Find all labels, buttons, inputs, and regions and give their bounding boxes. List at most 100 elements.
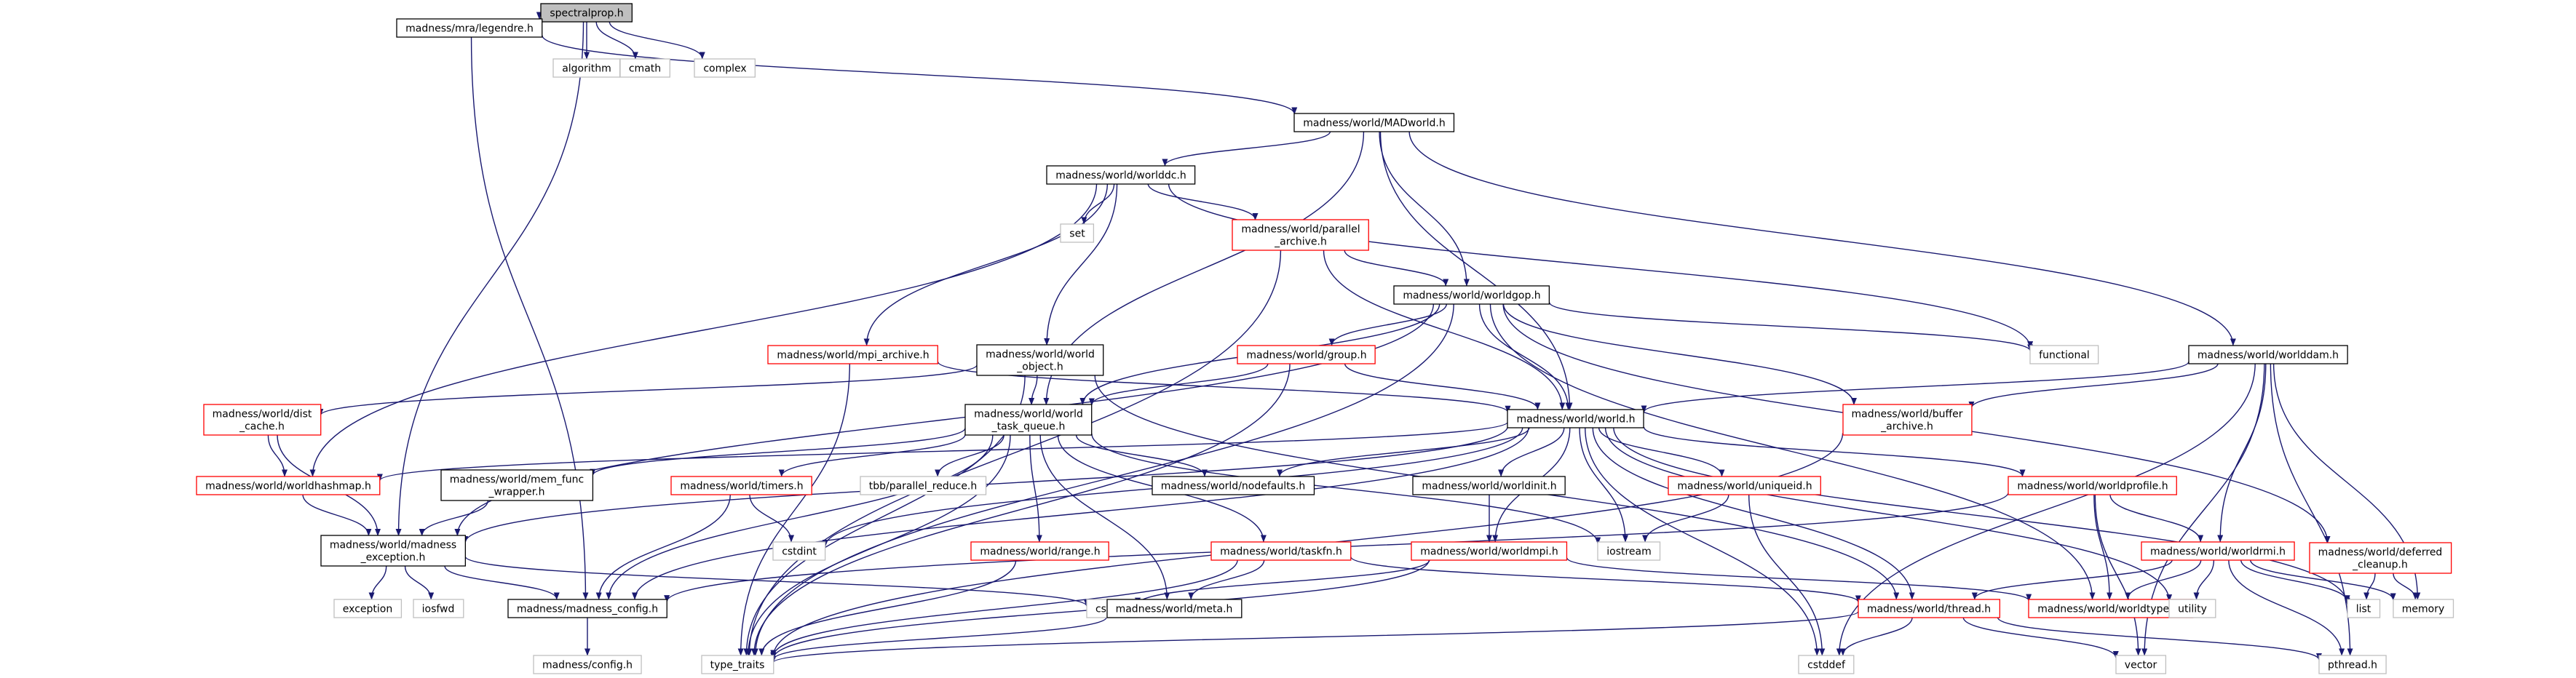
graph-node-madworld[interactable]: madness/world/MADworld.h bbox=[1293, 113, 1455, 132]
node-box bbox=[2029, 345, 2099, 364]
include-edge-worldrmi-to-worldtypes bbox=[2125, 559, 2202, 600]
graph-node-cstddef[interactable]: cstddef bbox=[1798, 655, 1855, 674]
include-edge-worlddc-to-mpi-archive bbox=[863, 183, 1109, 346]
include-edge-world-to-madness-config bbox=[632, 427, 1529, 600]
graph-node-world[interactable]: madness/world/world.h bbox=[1507, 409, 1644, 428]
graph-node-iostream[interactable]: iostream bbox=[1597, 541, 1661, 561]
graph-node-meta[interactable]: madness/world/meta.h bbox=[1106, 599, 1243, 618]
graph-node-worldtypes[interactable]: madness/world/worldtypes.h bbox=[2028, 599, 2194, 618]
graph-node-worldgop[interactable]: madness/world/worldgop.h bbox=[1393, 285, 1550, 305]
node-label: madness/world/buffer bbox=[1852, 409, 1963, 420]
node-box bbox=[767, 345, 938, 364]
graph-node-nodefaults[interactable]: madness/world/nodefaults.h bbox=[1152, 476, 1315, 495]
graph-node-worlddc[interactable]: madness/world/worlddc.h bbox=[1046, 165, 1196, 185]
graph-node-timers[interactable]: madness/world/timers.h bbox=[670, 476, 812, 495]
graph-node-mem-func-wrapper[interactable]: madness/world/mem_func_wrapper.h bbox=[440, 469, 594, 501]
node-label: madness/config.h bbox=[542, 660, 633, 671]
include-edge-spectralprop-to-cmath bbox=[595, 21, 638, 60]
include-edge-worlddam-to-worldrmi bbox=[2217, 363, 2267, 543]
include-edge-thread-to-pthread bbox=[1997, 617, 2322, 661]
node-box bbox=[2393, 599, 2454, 618]
include-edge-world-to-utility bbox=[1604, 427, 2173, 602]
node-label: cstdint bbox=[782, 546, 817, 558]
graph-node-algorithm[interactable]: algorithm bbox=[552, 58, 621, 78]
node-box bbox=[619, 58, 670, 78]
node-box bbox=[533, 655, 642, 674]
node-box bbox=[507, 599, 667, 618]
include-edge-worldgop-to-madness-exception bbox=[454, 303, 1435, 536]
node-label: madness/world/uniqueid.h bbox=[1677, 481, 1812, 492]
graph-node-worldprofile[interactable]: madness/world/worldprofile.h bbox=[2008, 476, 2177, 495]
include-edge-worldrmi-to-utility bbox=[2193, 559, 2215, 600]
graph-node-buffer-archive[interactable]: madness/world/buffer_archive.h bbox=[1842, 404, 1973, 436]
graph-node-type-traits[interactable]: type_traits bbox=[701, 655, 774, 674]
include-edge-world-to-iostream bbox=[1579, 427, 1628, 543]
node-label: madness/world/worldrmi.h bbox=[2150, 546, 2286, 558]
node-label: algorithm bbox=[562, 63, 611, 75]
graph-node-functional[interactable]: functional bbox=[2029, 345, 2099, 364]
graph-node-thread[interactable]: madness/world/thread.h bbox=[1858, 599, 2001, 618]
graph-node-iosfwd[interactable]: iosfwd bbox=[413, 599, 464, 618]
include-edge-worldrmi-to-memory bbox=[2249, 559, 2396, 601]
graph-node-world-task-queue[interactable]: madness/world/world_task_queue.h bbox=[964, 404, 1093, 436]
graph-node-cstdint[interactable]: cstdint bbox=[772, 541, 826, 561]
node-box bbox=[2168, 599, 2216, 618]
graph-node-pthread[interactable]: pthread.h bbox=[2318, 655, 2387, 674]
graph-node-memory[interactable]: memory bbox=[2393, 599, 2454, 618]
graph-node-madness-exception[interactable]: madness/world/madness_exception.h bbox=[320, 535, 466, 567]
graph-node-utility[interactable]: utility bbox=[2168, 599, 2216, 618]
graph-node-world-object[interactable]: madness/world/world_object.h bbox=[976, 344, 1104, 376]
include-edge-spectralprop-to-complex bbox=[609, 21, 705, 60]
include-edge-group-to-world-task-queue bbox=[1088, 363, 1269, 406]
node-box bbox=[1210, 541, 1352, 561]
graph-node-config[interactable]: madness/config.h bbox=[533, 655, 642, 674]
include-edge-world-task-queue-to-iostream bbox=[1091, 433, 1601, 545]
graph-node-vector[interactable]: vector bbox=[2115, 655, 2167, 674]
graph-node-list[interactable]: list bbox=[2347, 599, 2381, 618]
node-label: madness/world/group.h bbox=[1246, 350, 1366, 362]
graph-node-parallel-archive[interactable]: madness/world/parallel_archive.h bbox=[1232, 219, 1369, 251]
graph-node-legendre[interactable]: madness/mra/legendre.h bbox=[396, 18, 543, 38]
include-edge-thread-to-vector bbox=[1962, 617, 2119, 658]
include-edge-worlddc-to-set bbox=[1081, 183, 1115, 225]
node-label: madness/world/madness bbox=[330, 540, 456, 551]
node-label: iostream bbox=[1606, 546, 1652, 558]
include-edge-uniqueid-to-iostream bbox=[1642, 494, 1729, 543]
graph-node-range[interactable]: madness/world/range.h bbox=[970, 541, 1109, 561]
include-edge-deferred-cleanup-to-list bbox=[2363, 573, 2376, 600]
graph-node-taskfn[interactable]: madness/world/taskfn.h bbox=[1210, 541, 1352, 561]
graph-node-set[interactable]: set bbox=[1060, 223, 1095, 243]
graph-node-parallel-reduce[interactable]: tbb/parallel_reduce.h bbox=[860, 476, 987, 495]
graph-node-uniqueid[interactable]: madness/world/uniqueid.h bbox=[1668, 476, 1821, 495]
node-box bbox=[772, 541, 826, 561]
include-edge-taskfn-to-thread bbox=[1350, 556, 1861, 603]
include-edge-world-to-worldhashmap bbox=[377, 421, 1509, 482]
node-label: madness/mra/legendre.h bbox=[405, 23, 534, 35]
graph-node-madness-config[interactable]: madness/madness_config.h bbox=[507, 599, 667, 618]
node-box bbox=[1842, 404, 1973, 436]
graph-node-cmath[interactable]: cmath bbox=[619, 58, 670, 78]
include-edge-worldrmi-to-list bbox=[2240, 559, 2350, 603]
node-label: madness/world/meta.h bbox=[1116, 604, 1233, 615]
node-label: vector bbox=[2125, 660, 2157, 671]
include-edge-world-task-queue-to-meta bbox=[1039, 434, 1170, 600]
graph-node-exception[interactable]: exception bbox=[333, 599, 403, 618]
node-label: _cleanup.h bbox=[2352, 559, 2408, 571]
node-label: list bbox=[2356, 604, 2371, 615]
graph-node-mpi-archive[interactable]: madness/world/mpi_archive.h bbox=[767, 345, 938, 364]
graph-node-group[interactable]: madness/world/group.h bbox=[1237, 345, 1376, 364]
graph-node-deferred-cleanup[interactable]: madness/world/deferred_cleanup.h bbox=[2309, 542, 2452, 574]
node-label: madness/world/timers.h bbox=[680, 481, 803, 492]
include-edge-worldgop-to-buffer-archive bbox=[1502, 303, 1857, 405]
graph-node-worldinit[interactable]: madness/world/worldinit.h bbox=[1412, 476, 1566, 495]
graph-node-complex[interactable]: complex bbox=[694, 58, 756, 78]
node-label: madness/world/MADworld.h bbox=[1303, 118, 1445, 129]
graph-node-worldmpi[interactable]: madness/world/worldmpi.h bbox=[1411, 541, 1568, 561]
graph-node-worldhashmap[interactable]: madness/world/worldhashmap.h bbox=[196, 476, 381, 495]
graph-node-worldrmi[interactable]: madness/world/worldrmi.h bbox=[2141, 541, 2295, 561]
graph-node-spectralprop[interactable]: spectralprop.h bbox=[540, 3, 633, 23]
graph-node-worlddam[interactable]: madness/world/worlddam.h bbox=[2188, 345, 2348, 364]
include-edge-worldmpi-to-cstdlib bbox=[1135, 559, 1430, 605]
graph-node-dist-cache[interactable]: madness/world/dist_cache.h bbox=[203, 404, 322, 436]
